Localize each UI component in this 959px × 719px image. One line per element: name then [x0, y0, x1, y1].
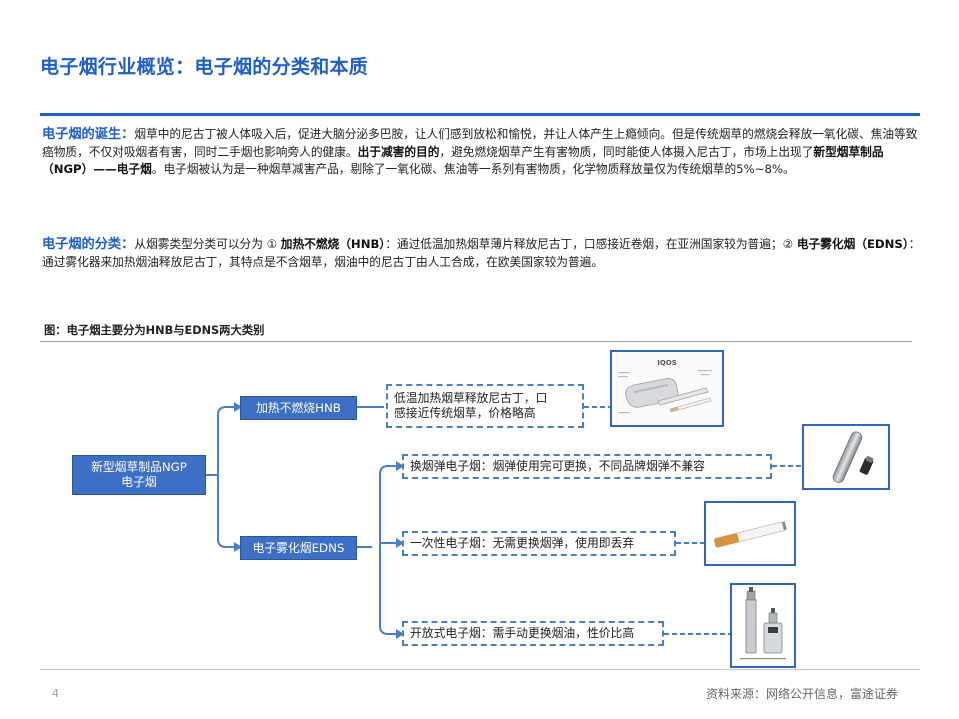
open-system-ecig-description: 开放式电子烟：需手动更换烟油，性价比高 [402, 621, 664, 646]
open-system-ecig-product-photo [730, 583, 796, 668]
classification-text-3: ：通过雾化器来加热烟油释放尼古丁，其特点是不含烟草，烟油中的尼古丁由人工合成，在… [42, 237, 921, 269]
origin-lead: 电子烟的诞生： [42, 127, 135, 142]
classification-lead: 电子烟的分类： [42, 237, 135, 252]
page-title: 电子烟行业概览：电子烟的分类和本质 [40, 56, 369, 78]
edns-node: 电子雾化烟EDNS [240, 536, 357, 560]
root-node-line-2: 电子烟 [121, 475, 157, 489]
pod-ecig-product-photo [802, 424, 890, 490]
title-divider [40, 113, 920, 116]
origin-bold-1: 出于减害的目的 [357, 144, 440, 159]
hnb-description-line-1: 低温加热烟草释放尼古丁，口 [394, 391, 548, 405]
origin-text-3: 。电子烟被认为是一种烟草减害产品，剔除了一氧化碳、焦油等一系列有害物质，化学物质… [151, 162, 795, 176]
footer-divider [40, 669, 920, 670]
pod-ecig-description: 换烟弹电子烟：烟弹使用完可更换，不同品牌烟弹不兼容 [402, 454, 772, 479]
figure-caption: 图：电子烟主要分为HNB与EDNS两大类别 [44, 324, 265, 337]
origin-bold-2: 新型烟草制品（NGP）——电子烟 [42, 144, 884, 177]
disposable-ecig-product-photo [704, 501, 796, 566]
classification-text-1: 从烟雾类型分类可以分为 ① [134, 237, 281, 251]
origin-text-1: 烟草中的尼古丁被人体吸入后，促进大脑分泌多巴胺，让人们感到放松和愉悦，并让人体产… [42, 127, 918, 159]
root-node-line-1: 新型烟草制品NGP [91, 460, 187, 474]
hnb-node: 加热不燃烧HNB [240, 396, 357, 420]
figure-divider [40, 341, 912, 342]
origin-paragraph: 电子烟的诞生：烟草中的尼古丁被人体吸入后，促进大脑分泌多巴胺，让人们感到放松和愉… [42, 126, 922, 179]
disposable-ecig-description: 一次性电子烟：无需更换烟弹，使用即丢弃 [402, 531, 676, 556]
iqos-brand-text: IQOS [657, 359, 677, 367]
hnb-description-line-2: 感接近传统烟草，价格略高 [394, 406, 536, 420]
classification-paragraph: 电子烟的分类：从烟雾类型分类可以分为 ① 加热不燃烧（HNB）：通过低温加热烟草… [42, 236, 922, 271]
classification-text-2: ：通过低温加热烟草薄片释放尼古丁，口感接近卷烟，在亚洲国家较为普遍；② [385, 237, 797, 251]
hnb-description: 低温加热烟草释放尼古丁，口感接近传统烟草，价格略高 [386, 384, 584, 428]
source-note: 资料来源：网络公开信息，富途证券 [706, 687, 899, 701]
page-number: 4 [52, 687, 59, 700]
origin-text-2: ，避免燃烧烟草产生有害物质，同时能使人体摄入尼古丁，市场上出现了 [439, 144, 814, 159]
iqos-product-photo: IQOS [610, 350, 724, 427]
classification-bold-2: 电子雾化烟（EDNS） [796, 237, 909, 251]
classification-bold-1: 加热不燃烧（HNB） [280, 237, 386, 251]
